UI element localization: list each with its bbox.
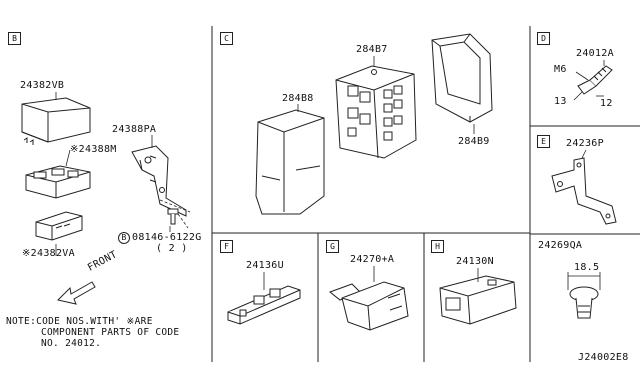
dim-label-18-5: 18.5 [574, 262, 600, 273]
dim-label-m6: M6 [554, 64, 567, 75]
leader-bracket-dash [159, 199, 191, 213]
section-label-h: H [431, 240, 444, 253]
part-label-24012a: 24012A [576, 48, 614, 59]
leader-bolt-dash [177, 213, 189, 229]
dim-label-12: 12 [600, 98, 613, 109]
bracket-284b9-drawing [431, 33, 493, 123]
section-label-b: B [8, 32, 21, 45]
leader-24388m [65, 149, 71, 167]
section-label-e: E [537, 135, 550, 148]
part-label-24388m: ※24388M [70, 144, 117, 155]
part-label-24388pa: 24388PA [112, 124, 157, 135]
cover-24382va-drawing [35, 211, 83, 241]
bracket-24388pa-drawing [131, 145, 187, 217]
block-24388m-drawing [25, 165, 91, 199]
holder-24136u-drawing [227, 285, 301, 325]
connector-24130n-drawing [439, 275, 517, 325]
diagram-id: J24002E8 [578, 352, 629, 363]
relay-box-284b7-drawing [335, 65, 417, 159]
cover-24382vb-drawing [21, 97, 91, 145]
section-label-d: D [537, 32, 550, 45]
note-line-3: NO. 24012. [41, 338, 102, 349]
bolt-ref-circle: B [118, 232, 130, 244]
part-label-24270a: 24270+A [350, 254, 395, 265]
section-label-c: C [220, 32, 233, 45]
part-label-24236p: 24236P [566, 138, 604, 149]
part-label-24130n: 24130N [456, 256, 494, 267]
part-label-24382vb: 24382VB [20, 80, 65, 91]
connector-24270a-drawing [328, 281, 409, 331]
bracket-24236p-drawing [551, 157, 617, 225]
part-label-24269qa: 24269QA [538, 240, 583, 251]
part-label-08146: 08146-6122G [132, 232, 202, 243]
part-label-08146-qty: ( 2 ) [156, 243, 188, 254]
dim-label-13: 13 [554, 96, 567, 107]
note-line-2: COMPONENT PARTS OF CODE [41, 327, 180, 338]
note-line-1: NOTE:CODE NOS.WITH' ※ARE [6, 316, 153, 327]
section-label-f: F [220, 240, 233, 253]
leader-24236p [581, 149, 587, 159]
part-label-24382va: ※24382VA [22, 248, 75, 259]
clip-24269qa-drawing [569, 286, 599, 319]
front-arrow [57, 281, 96, 305]
part-label-24136u: 24136U [246, 260, 284, 271]
cover-284b8-drawing [255, 109, 325, 215]
stud-24012a-drawing [577, 65, 613, 95]
leader-m6 [575, 71, 589, 81]
leader-13 [573, 91, 583, 101]
section-label-g: G [326, 240, 339, 253]
dim-ext-18-5 [567, 272, 601, 290]
part-label-284b9: 284B9 [458, 136, 490, 147]
part-label-284b7: 284B7 [356, 44, 388, 55]
part-label-284b8: 284B8 [282, 93, 314, 104]
bolt-08146-drawing [167, 208, 179, 225]
